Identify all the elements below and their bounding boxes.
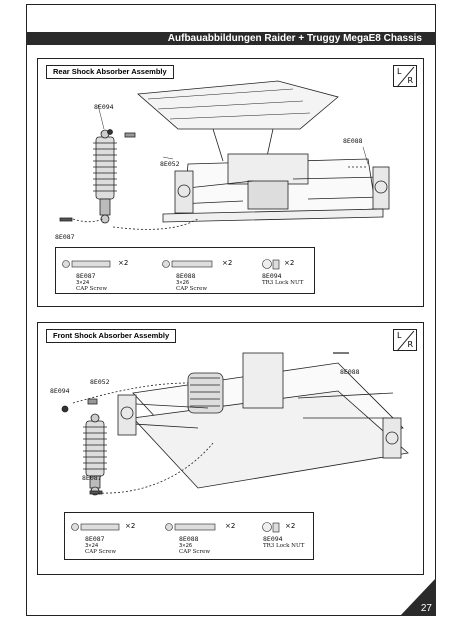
rear-legend-qty-1: ×2 — [118, 259, 129, 267]
page-number: 27 — [420, 603, 432, 614]
front-label-8e094: 8E094 — [50, 387, 70, 395]
rear-shock-section: Rear Shock Absorber Assembly L R — [37, 58, 424, 307]
page-frame — [26, 4, 436, 616]
front-label-8e087: 8E087 — [82, 474, 102, 482]
front-legend-item-1: 8E087 3×24 CAP Screw — [85, 535, 117, 555]
rear-shock-absorber — [93, 129, 117, 224]
front-legend-qty-1: ×2 — [125, 522, 136, 530]
rear-legend-qty-3: ×2 — [284, 259, 295, 267]
rear-wing — [137, 80, 339, 130]
rear-section-title: Rear Shock Absorber Assembly — [46, 65, 174, 79]
lr-right-letter: R — [407, 340, 413, 349]
front-label-8e088: 8E088 — [340, 368, 360, 376]
front-legend-item-2: 8E088 3×26 CAP Screw — [179, 535, 211, 555]
page-header-title: Aufbauabbildungen Raider + Truggy MegaE8… — [167, 33, 422, 44]
lr-left-letter: L — [397, 331, 402, 340]
rear-label-8e088: 8E088 — [343, 137, 363, 145]
front-legend-qty-2: ×2 — [225, 522, 236, 530]
front-shock-absorber — [83, 413, 107, 496]
left-right-badge: L R — [393, 329, 417, 352]
front-legend-item-3: 8E094 TR3 Lock NUT — [263, 535, 305, 549]
lr-left-letter: L — [397, 67, 402, 76]
rear-legend-qty-2: ×2 — [222, 259, 233, 267]
rear-label-8e052: 8E052 — [160, 160, 180, 168]
rear-assembly-drawing — [59, 80, 390, 230]
page-number-tab: 27 — [400, 578, 436, 616]
lr-right-letter: R — [407, 76, 413, 85]
front-section-title: Front Shock Absorber Assembly — [46, 329, 177, 343]
front-shock-section: Front Shock Absorber Assembly L R — [37, 322, 424, 575]
rear-legend-item-2: 8E088 3×26 CAP Screw — [176, 272, 208, 292]
rear-label-8e087: 8E087 — [55, 233, 75, 241]
left-right-badge: L R — [393, 65, 417, 88]
front-legend-qty-3: ×2 — [285, 522, 296, 530]
header-bar: Aufbauabbildungen Raider + Truggy MegaE8… — [26, 32, 436, 45]
front-label-8e052: 8E052 — [90, 378, 110, 386]
front-assembly-drawing — [61, 352, 409, 496]
front-parts-legend: ×2 ×2 ×2 8E087 3×24 CAP Screw 8E088 3×26… — [64, 512, 314, 560]
rear-legend-item-1: 8E087 3×24 CAP Screw — [76, 272, 108, 292]
rear-label-8e094: 8E094 — [94, 103, 114, 111]
rear-legend-item-3: 8E094 TR3 Lock NUT — [262, 272, 304, 286]
rear-parts-legend: ×2 ×2 ×2 8E087 3×24 CAP Screw 8E088 3×26… — [55, 247, 315, 294]
